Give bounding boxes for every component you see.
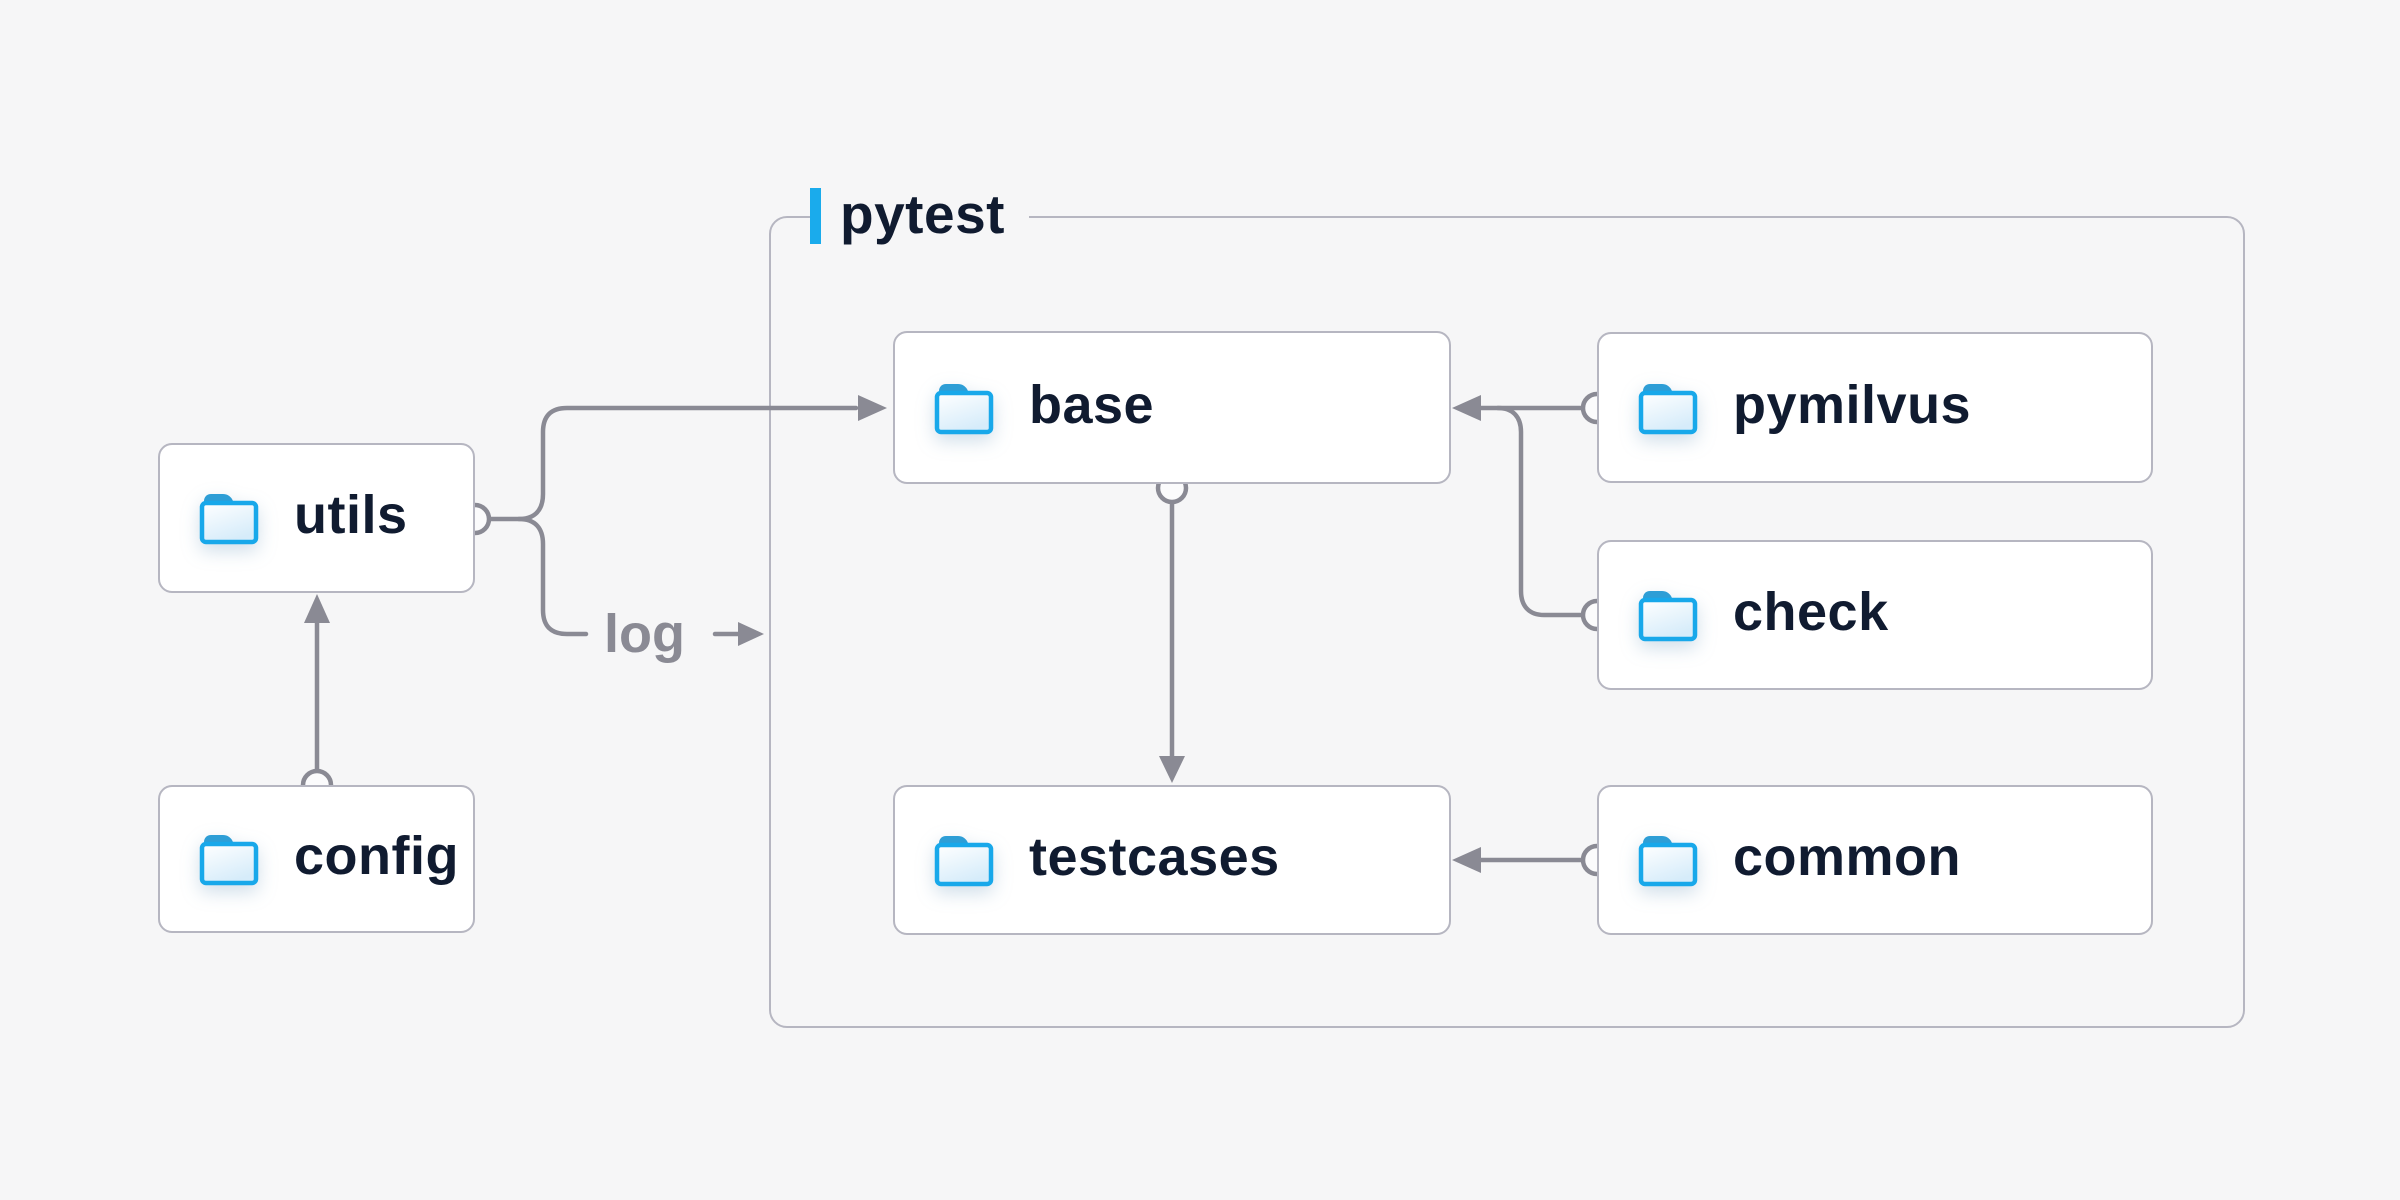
arrowhead-log [738,622,764,646]
folder-icon [1638,383,1698,434]
node-check: check [1597,540,2153,690]
node-pymilvus: pymilvus [1597,332,2153,483]
edge-label-log: log [604,604,685,664]
node-label: base [1029,374,1155,435]
node-label: utils [294,485,408,545]
node-common: common [1597,785,2153,935]
node-base: base [893,331,1451,484]
folder-icon [934,836,994,887]
node-label: config [294,826,459,886]
accent-bar [810,188,821,244]
folder-icon [199,494,259,545]
pytest-group-container [769,216,2245,1028]
folder-icon [1638,591,1698,642]
node-label: pymilvus [1733,374,1972,435]
pytest-group-label: pytest [810,182,1029,245]
node-testcases: testcases [893,785,1451,935]
node-config: config [158,785,475,933]
edge-utils-log [516,516,589,637]
folder-icon [199,835,259,886]
node-label: testcases [1029,827,1280,887]
node-label: check [1733,582,1889,642]
group-title: pytest [840,182,1005,245]
folder-icon [934,383,994,434]
node-label: common [1733,827,1962,887]
node-utils: utils [158,443,475,593]
folder-icon [1638,836,1698,887]
arrowhead-to-utils [304,594,330,623]
